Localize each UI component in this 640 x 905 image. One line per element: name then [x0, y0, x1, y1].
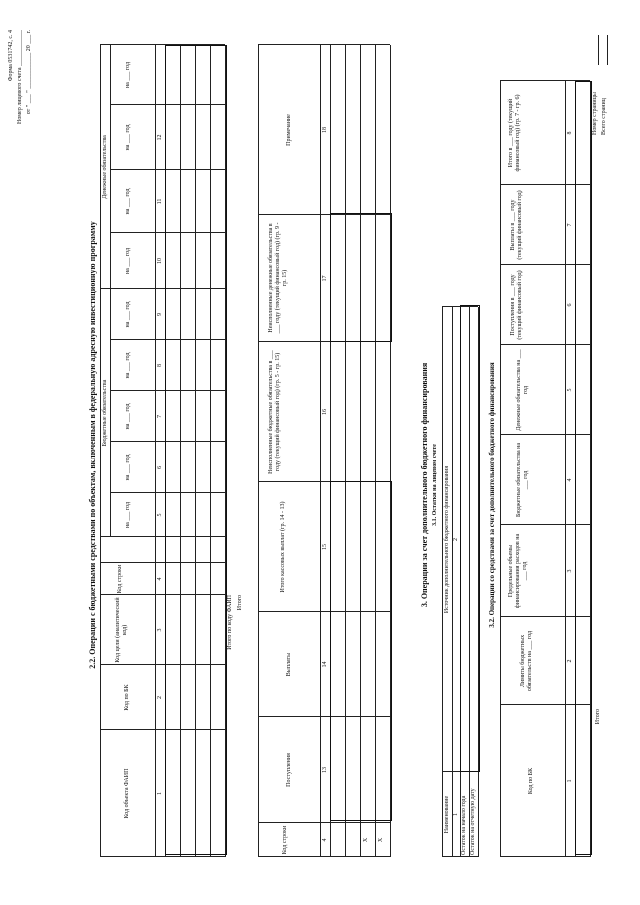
total-pages-label: Всего страниц — [601, 98, 607, 135]
page-number-label: Номер страницы — [592, 92, 598, 135]
col-number: 14 — [322, 661, 328, 668]
year-header: на ___ год — [125, 61, 131, 89]
col-number: 8 — [567, 131, 573, 135]
col-note: Примечание — [286, 114, 292, 146]
col-number: 8 — [157, 364, 163, 367]
group-money-obligations: Денежные обязательства — [102, 135, 108, 199]
col-line-code: Код строки — [282, 825, 288, 855]
col-number: 5 — [157, 513, 163, 517]
col-name: Наименование — [444, 795, 450, 834]
total-label: Итого — [237, 595, 243, 611]
col-receipts: Поступления — [286, 753, 292, 787]
col-money-obligations: Денежные обязательства на ___ год — [516, 349, 529, 431]
col-number: 6 — [567, 303, 573, 307]
x-mark: X — [363, 837, 369, 843]
col-payments: Выплаты в ___ году (текущий финансовый г… — [510, 190, 523, 260]
year-header: на ___ год — [125, 501, 131, 529]
row-balance-end: Остаток на отчетную дату — [470, 788, 476, 855]
col-number: 3 — [157, 628, 163, 632]
section-3-2-title: 3.2. Операции со средствами за счет допо… — [488, 362, 496, 628]
group-budget-obligations: Бюджетные обязательства — [102, 379, 108, 447]
col-limits: Лимиты бюджетных обязательств на ___ год — [520, 630, 533, 692]
col-number: 1 — [453, 813, 459, 816]
year-header: на ___ год — [125, 247, 131, 275]
row-balance-start: Остаток на начало года — [461, 795, 467, 855]
col-number: 16 — [322, 409, 328, 415]
col-limit-volumes: Предельные объемы финансирования расходо… — [508, 533, 528, 609]
col-number: 18 — [322, 127, 328, 133]
account-date-line: от " ___ " ____________ 20 ___ г. — [26, 30, 32, 115]
form-code: Форма 0531742, с. 4 — [8, 30, 14, 82]
col-number: 11 — [157, 198, 163, 205]
year-header: на ___ год — [125, 454, 131, 481]
col-number: 4 — [322, 838, 328, 842]
col-number: 9 — [157, 313, 163, 316]
col-goal-code: Код цели (аналитический код) — [115, 597, 128, 663]
table-2-payments-area — [330, 481, 392, 821]
col-number: 12 — [157, 134, 163, 141]
col-line-code: Код строки — [117, 564, 123, 594]
col-number: 3 — [567, 569, 573, 573]
col-unfilled-money-obligations: Неисполненные денежные обязательства в _… — [268, 222, 288, 334]
col-unfilled-budget-obligations: Неисполненные бюджетные обязательства в … — [268, 350, 281, 474]
col-bk-code: Код по БК — [528, 767, 534, 795]
year-header: на ___ год — [125, 301, 131, 328]
section-3-1-title: 3.1. Остатки на лицевом счете — [432, 444, 438, 526]
section-3-title: 3. Операции за счет дополнительного бюдж… — [420, 362, 429, 608]
table-2-money-area — [330, 213, 392, 342]
col-number: 1 — [567, 779, 573, 783]
col-total-cash-payments: Итого кассовых выплат (гр. 14 - 13) — [280, 501, 286, 593]
col-number: 1 — [157, 792, 163, 795]
table-2-2-data-area — [165, 45, 227, 855]
col-number: 2 — [567, 659, 573, 663]
col-number: 6 — [157, 466, 163, 469]
col-number: 4 — [567, 478, 573, 482]
col-number: 7 — [157, 415, 163, 418]
col-number: 7 — [567, 223, 573, 227]
col-total: Итого в ___ году (текущий финансовый год… — [508, 94, 521, 172]
total-label: Итого — [595, 709, 601, 725]
section-2-2-title: 2.2. Операции с бюджетными средствами по… — [88, 221, 97, 669]
col-number: 2 — [157, 696, 163, 699]
account-number-line: Номер лицевого счета ____________ — [17, 30, 23, 124]
x-mark: X — [378, 837, 384, 843]
col-number: 2 — [453, 538, 459, 541]
col-budget-obligations: Бюджетные обязательства на ___ год — [516, 442, 529, 518]
year-header: на ___ год — [125, 403, 131, 430]
col-bk-code: Код по БК — [124, 684, 130, 711]
year-header: на ___ год — [125, 124, 131, 151]
col-receipts: Поступления в ___ году (текущий финансов… — [510, 270, 523, 340]
col-number: 4 — [157, 577, 163, 581]
table-3-1-values-area — [460, 305, 480, 772]
col-number: 10 — [157, 258, 163, 264]
col-object-code: Код объекта ФАИП — [124, 768, 130, 819]
col-payments: Выплаты — [286, 652, 292, 677]
year-header: на ___ год — [125, 188, 131, 215]
table-3-2-data-area — [575, 81, 592, 855]
col-source: Источник дополнительного бюджетного фина… — [444, 465, 450, 614]
col-number: 5 — [567, 388, 573, 392]
col-number: 13 — [322, 767, 328, 773]
year-header: на ___ год — [125, 352, 131, 379]
col-number: 17 — [322, 275, 328, 282]
total-by-faip-label: Итого по коду ФАИП — [227, 595, 233, 650]
col-number: 15 — [322, 544, 328, 550]
